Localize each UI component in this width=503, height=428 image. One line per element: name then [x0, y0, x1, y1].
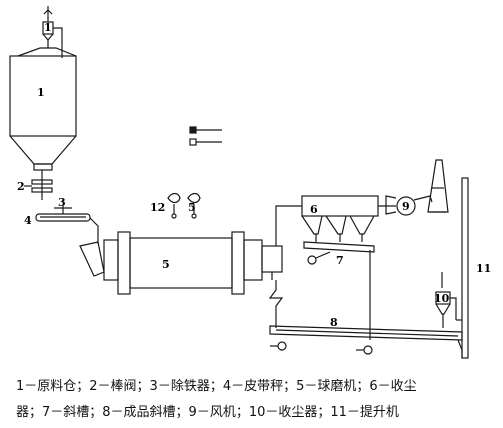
exhaust-stack [427, 159, 449, 213]
label-small-dust-collector: 10 [434, 292, 450, 305]
iron-remover [54, 206, 72, 214]
label-air-slide: 7 [336, 254, 344, 267]
rod-valve [24, 170, 53, 200]
process-flow-diagram: 1 1 2 3 4 5 6 7 8 9 10 11 12 5 [9, 6, 491, 359]
small-dust-collector [435, 272, 457, 328]
label-iron-remover: 3 [58, 196, 66, 209]
label-bag-dust-collector: 6 [310, 203, 318, 216]
label-bucket-elevator: 11 [476, 262, 491, 275]
label-ball-mill: 5 [162, 258, 170, 271]
label-rod-valve: 2 [17, 180, 25, 193]
belt-scale [35, 213, 99, 244]
label-fan: 9 [402, 200, 410, 213]
air-slide [303, 241, 375, 340]
label-1-top: 1 [44, 21, 52, 34]
label-belt-scale: 4 [24, 214, 32, 227]
ball-mill [79, 231, 283, 295]
bucket-elevator [456, 177, 469, 359]
figure-caption: 1－原料仓；2－棒阀；3－除铁器；4－皮带秤；5－球磨机；6－收尘 器；7－斜槽… [16, 374, 496, 426]
caption-line-1: 1－原料仓；2－棒阀；3－除铁器；4－皮带秤；5－球磨机；6－收尘 [16, 379, 417, 394]
legend-symbols [189, 126, 222, 146]
label-valve-13: 5 [188, 201, 196, 214]
label-raw-material-bin: 1 [37, 86, 45, 99]
mill-outlet-pipe [268, 205, 302, 328]
product-air-slide [269, 325, 463, 358]
label-valve-12: 12 [150, 201, 165, 214]
label-product-air-slide: 8 [330, 316, 338, 329]
caption-line-2: 器；7－斜槽；8－成品斜槽；9－风机；10－收尘器；11－提升机 [16, 405, 399, 420]
valve-12 [167, 192, 181, 219]
raw-material-bin [9, 47, 77, 171]
valve-13 [187, 192, 201, 219]
top-feeder [42, 6, 63, 58]
bag-dust-collector [301, 195, 396, 242]
